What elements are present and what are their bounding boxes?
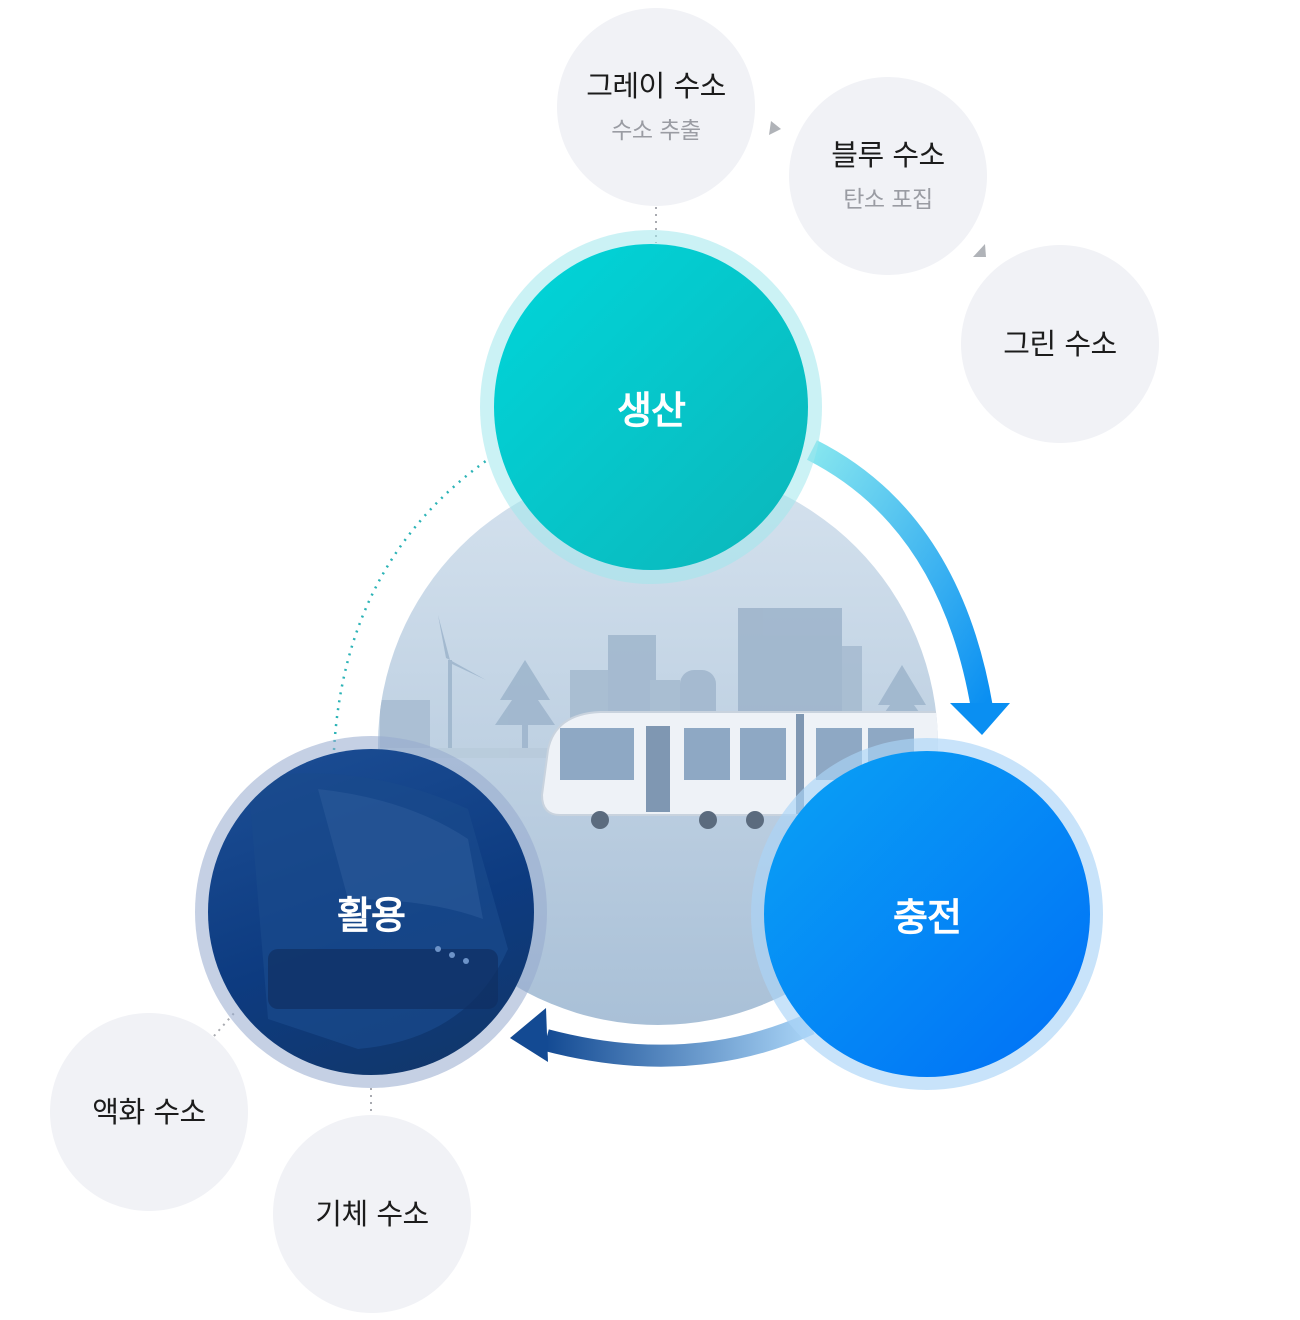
satellite-blue-hydrogen: 블루 수소 탄소 포집 <box>789 77 987 275</box>
charging-node: 충전 <box>764 751 1090 1077</box>
utilization-node: 활용 <box>208 749 534 1075</box>
production-label: 생산 <box>617 388 686 433</box>
satellite-gas-hydrogen: 기체 수소 <box>273 1115 471 1313</box>
production-node: 생산 <box>494 244 808 570</box>
charging-label: 충전 <box>893 895 962 940</box>
bus-illustration <box>248 773 508 1049</box>
satellite-gray-hydrogen: 그레이 수소 수소 추출 <box>557 8 755 206</box>
gray-hydrogen-title: 그레이 수소 <box>586 68 726 103</box>
blue-hydrogen-title: 블루 수소 <box>831 137 945 172</box>
satellite-green-hydrogen: 그린 수소 <box>961 245 1159 443</box>
gray-hydrogen-subtitle: 수소 추출 <box>611 118 701 145</box>
arrow-charging-to-utilization <box>543 1013 815 1067</box>
arrow-production-to-charging <box>807 440 993 710</box>
gas-hydrogen-title: 기체 수소 <box>315 1196 429 1231</box>
liquid-hydrogen-title: 액화 수소 <box>92 1094 206 1129</box>
triangle-blue-to-green <box>973 244 986 257</box>
triangle-gray-to-blue <box>769 121 781 135</box>
connector-utilization-liquid <box>213 1011 236 1037</box>
utilization-label: 활용 <box>337 893 406 938</box>
blue-hydrogen-subtitle: 탄소 포집 <box>843 187 933 214</box>
green-hydrogen-title: 그린 수소 <box>1003 326 1117 361</box>
satellite-liquid-hydrogen: 액화 수소 <box>50 1013 248 1211</box>
dotted-arc-utilization-production <box>332 456 491 751</box>
